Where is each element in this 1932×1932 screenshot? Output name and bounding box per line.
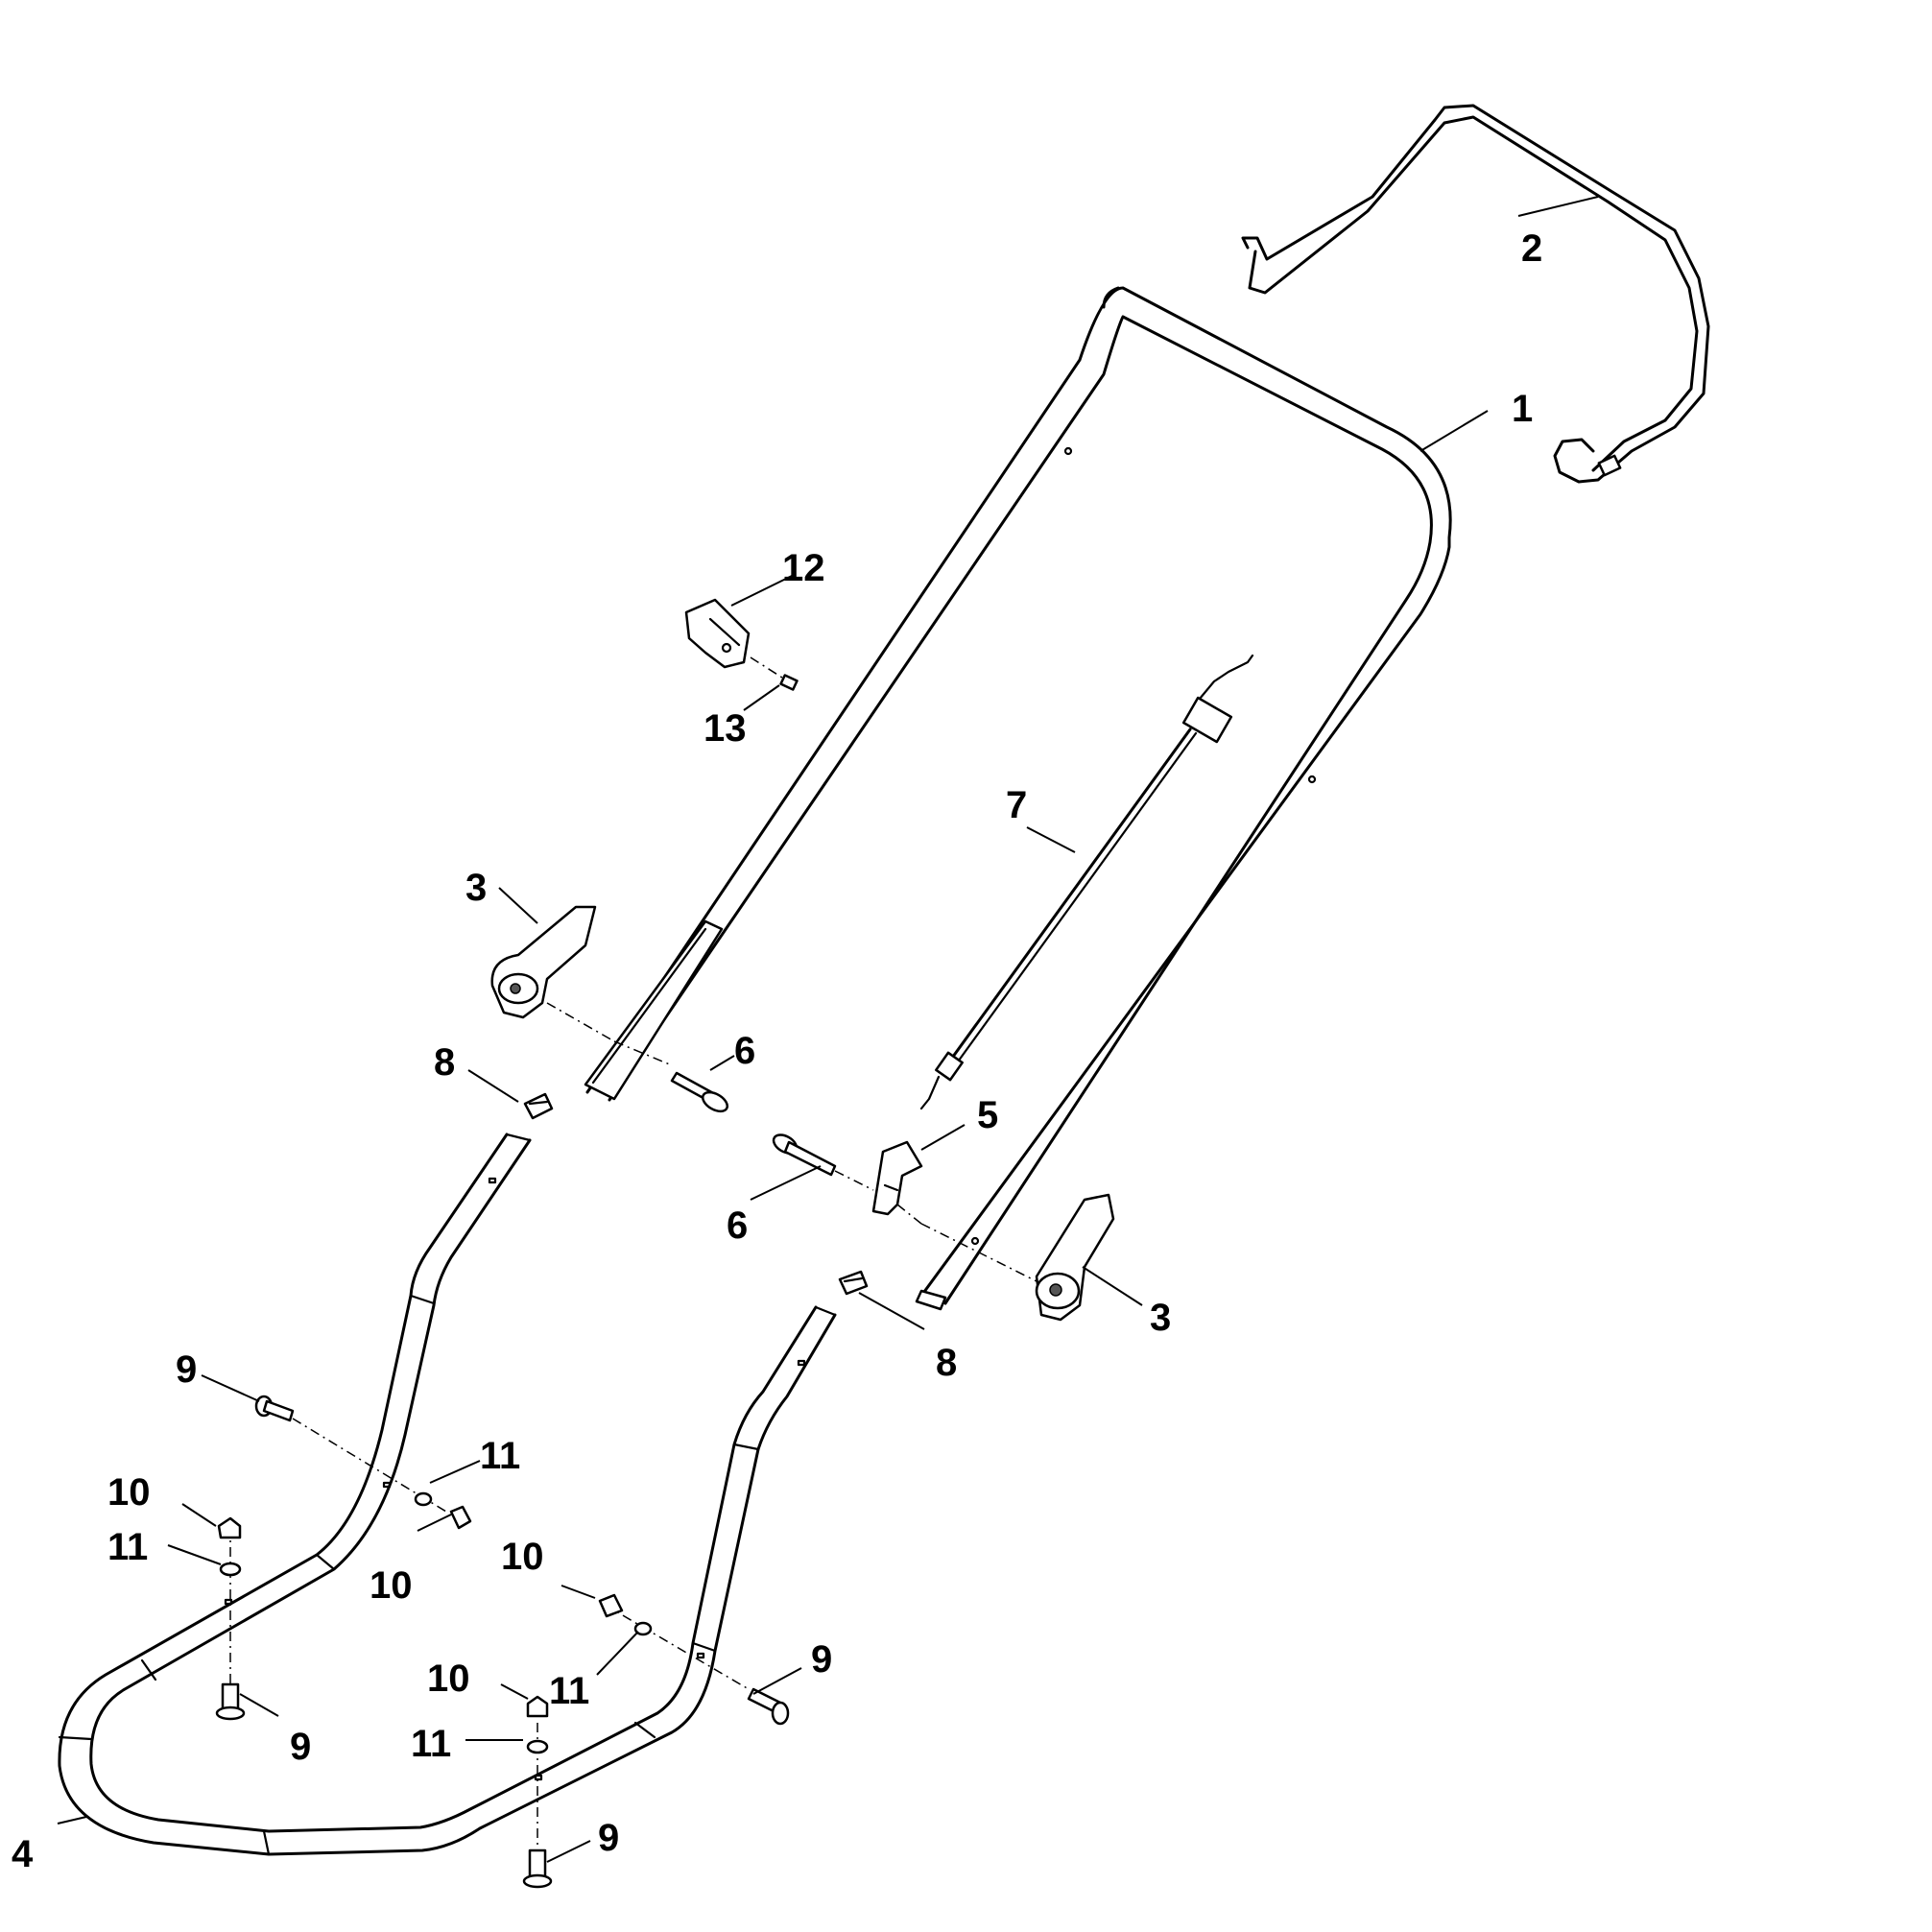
callout-9-upper-left: 9: [176, 1348, 197, 1391]
cable-part-7: [919, 654, 1254, 1110]
callout-5: 5: [977, 1094, 998, 1136]
callout-13: 13: [704, 707, 747, 750]
callout-7: 7: [1006, 784, 1027, 826]
callout-11-left: 11: [107, 1526, 148, 1568]
cam-lever-part-3-left: [490, 905, 615, 1042]
callout-3-right: 3: [1150, 1297, 1171, 1339]
callout-8-left: 8: [434, 1041, 455, 1084]
bracket-part-5: [871, 1140, 923, 1225]
callout-9-bottom: 9: [598, 1817, 619, 1859]
callout-4: 4: [12, 1833, 34, 1875]
hardware-left-vertical: [215, 1516, 246, 1721]
leader-lines: [57, 196, 1599, 1863]
callout-1: 1: [1512, 388, 1533, 430]
cam-lever-part-3-right: [920, 1193, 1115, 1322]
callout-9-right: 9: [811, 1638, 832, 1681]
callout-3-left: 3: [465, 867, 487, 909]
control-bail-part-2: [1241, 104, 1710, 484]
callout-10-middle: 10: [370, 1564, 413, 1607]
clip-part-12: [684, 598, 783, 679]
plug-part-8-right: [838, 1270, 869, 1296]
callout-6-upper: 6: [734, 1030, 755, 1072]
callout-11-upper: 11: [480, 1435, 520, 1477]
callout-11-right: 11: [549, 1670, 589, 1712]
hardware-upper-left: [254, 1395, 472, 1530]
plug-part-8-left: [523, 1092, 554, 1120]
callout-2: 2: [1521, 227, 1542, 270]
hardware-lower-right: [598, 1593, 790, 1726]
callout-8-right: 8: [936, 1342, 957, 1384]
callout-10-bottom: 10: [427, 1658, 470, 1700]
callout-labels: 1 2 3 3 4 5 6 6 7 8 8 9 9 9 9 10 10 10 1…: [12, 227, 1542, 1875]
callout-10-left: 10: [107, 1471, 151, 1514]
callout-12: 12: [782, 547, 825, 589]
hardware-lower-vertical: [522, 1695, 553, 1889]
callout-11-bottom: 11: [411, 1723, 451, 1765]
upper-handle-part-1: [584, 286, 1452, 1311]
callout-10-right: 10: [501, 1536, 544, 1578]
callout-6-lower: 6: [727, 1205, 748, 1247]
callout-9-lower-left: 9: [290, 1726, 311, 1768]
screw-part-13: [779, 674, 799, 691]
bolt-part-6-upper: [613, 1040, 729, 1113]
bolt-part-6-lower: [772, 1133, 874, 1191]
